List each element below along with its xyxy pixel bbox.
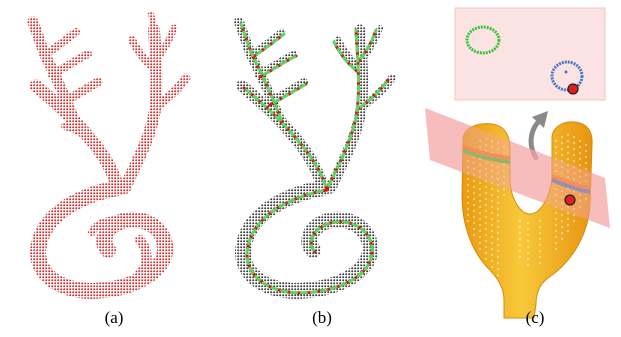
panel-a-point-cloud <box>33 14 186 291</box>
caption-b: (b) <box>292 308 352 328</box>
caption-c: (c) <box>505 308 565 328</box>
caption-a: (a) <box>84 308 144 328</box>
inset-marker <box>568 84 578 94</box>
panel-c-inset <box>455 8 605 100</box>
panel-c-mesh <box>425 108 610 318</box>
blue-loop-center <box>565 71 568 74</box>
mesh-marker <box>565 195 575 205</box>
